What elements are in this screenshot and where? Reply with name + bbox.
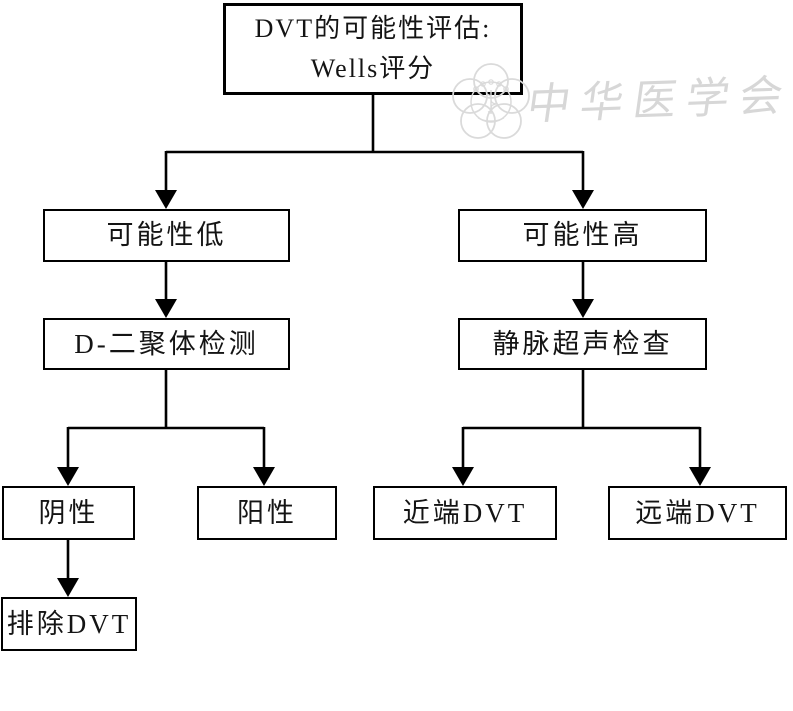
- node-wells-assessment: DVT的可能性评估: Wells评分: [223, 3, 523, 95]
- node-exclude-dvt: 排除DVT: [1, 597, 137, 651]
- node-venous-ultrasound: 静脉超声检查: [458, 318, 707, 370]
- node-high-probability: 可能性高: [458, 209, 707, 262]
- node-proximal-dvt: 近端DVT: [373, 486, 557, 540]
- node-positive-result: 阳性: [197, 486, 337, 540]
- edge-high-ultrasound: [572, 262, 594, 318]
- edge-negative-exclude: [57, 540, 79, 597]
- node-wells-assessment-line2: Wells评分: [310, 54, 436, 83]
- node-ddimer-test: D-二聚体检测: [43, 318, 290, 370]
- node-wells-assessment-line1: DVT的可能性评估:: [254, 13, 492, 43]
- node-negative-result: 阴性: [2, 486, 135, 540]
- edge-ultrasound-split: [452, 370, 711, 486]
- edge-root-split: [155, 95, 594, 209]
- node-low-probability: 可能性低: [43, 209, 290, 262]
- node-distal-dvt: 远端DVT: [608, 486, 787, 540]
- edge-ddimer-split: [57, 370, 275, 486]
- edge-low-ddimer: [155, 262, 177, 318]
